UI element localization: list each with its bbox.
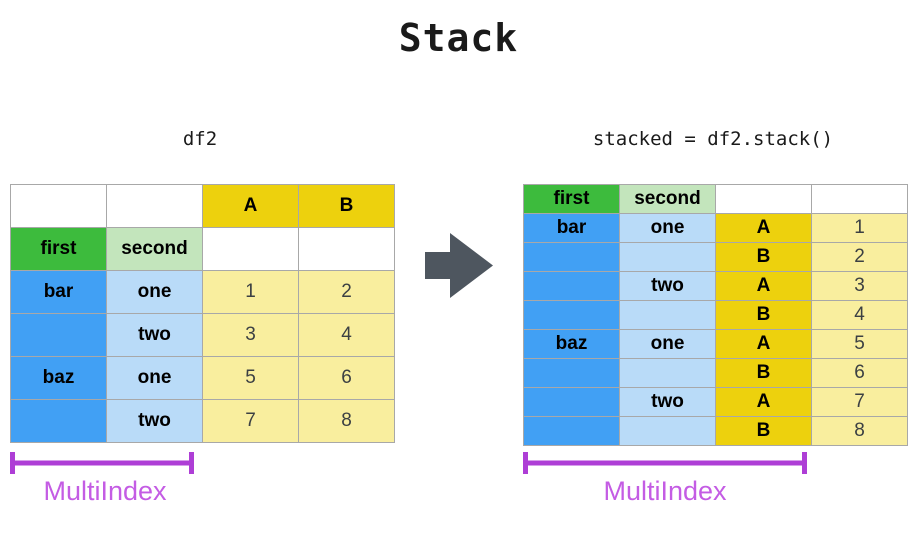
table-cell: two (106, 399, 203, 443)
table-cell (619, 416, 716, 446)
table-cell: 4 (298, 313, 395, 357)
left-multiindex-bracket (8, 451, 196, 475)
bracket-shape (523, 452, 807, 474)
table-cell: 8 (298, 399, 395, 443)
table-cell: 7 (202, 399, 299, 443)
table-cell: 2 (811, 242, 908, 272)
table-cell: B (715, 242, 812, 272)
table-cell: 4 (811, 300, 908, 330)
bracket-icon (10, 452, 194, 474)
table-cell: one (106, 356, 203, 400)
table-cell: 3 (202, 313, 299, 357)
bracket-shape (10, 452, 194, 474)
left-table-caption: df2 (182, 128, 218, 150)
table-cell: 5 (202, 356, 299, 400)
table-cell: two (619, 271, 716, 301)
table-cell: 6 (811, 358, 908, 388)
table-cell (523, 300, 620, 330)
table-cell (523, 416, 620, 446)
table-cell: B (715, 416, 812, 446)
table-cell (523, 242, 620, 272)
table-cell: 8 (811, 416, 908, 446)
right-arrow-icon (425, 233, 493, 298)
transform-arrow (425, 233, 493, 298)
table-cell (811, 184, 908, 214)
table-cell: B (298, 184, 395, 228)
table-cell (619, 358, 716, 388)
table-cell (619, 242, 716, 272)
table-cell: bar (523, 213, 620, 243)
table-cell: 2 (298, 270, 395, 314)
table-cell: 1 (202, 270, 299, 314)
table-cell: A (715, 329, 812, 359)
right-multiindex-bracket (521, 451, 809, 475)
right-table-caption: stacked = df2.stack() (592, 128, 834, 150)
table-cell: second (619, 184, 716, 214)
table-cell: baz (523, 329, 620, 359)
table-cell (715, 184, 812, 214)
table-cell (523, 358, 620, 388)
table-cell: 3 (811, 271, 908, 301)
right-arrow-shape (425, 233, 493, 298)
table-cell: 7 (811, 387, 908, 417)
right-multiindex-label: MultiIndex (603, 476, 727, 506)
table-cell (619, 300, 716, 330)
table-cell: two (106, 313, 203, 357)
table-cell: one (619, 329, 716, 359)
table-cell: B (715, 300, 812, 330)
page-title: Stack (398, 16, 519, 60)
table-cell (202, 227, 299, 271)
table-cell: one (106, 270, 203, 314)
table-cell (298, 227, 395, 271)
table-cell (10, 184, 107, 228)
table-cell: A (715, 387, 812, 417)
table-cell: A (715, 213, 812, 243)
bracket-icon (523, 452, 807, 474)
table-cell: bar (10, 270, 107, 314)
left-multiindex-label: MultiIndex (43, 476, 167, 506)
table-cell: two (619, 387, 716, 417)
table-cell (523, 271, 620, 301)
table-cell: one (619, 213, 716, 243)
table-cell (10, 399, 107, 443)
table-cell (523, 387, 620, 417)
table-cell: 1 (811, 213, 908, 243)
table-cell: A (202, 184, 299, 228)
table-cell (106, 184, 203, 228)
table-cell: baz (10, 356, 107, 400)
table-cell: first (10, 227, 107, 271)
table-cell: B (715, 358, 812, 388)
table-cell: first (523, 184, 620, 214)
table-cell: A (715, 271, 812, 301)
table-cell: second (106, 227, 203, 271)
table-cell (10, 313, 107, 357)
table-cell: 6 (298, 356, 395, 400)
table-cell: 5 (811, 329, 908, 359)
